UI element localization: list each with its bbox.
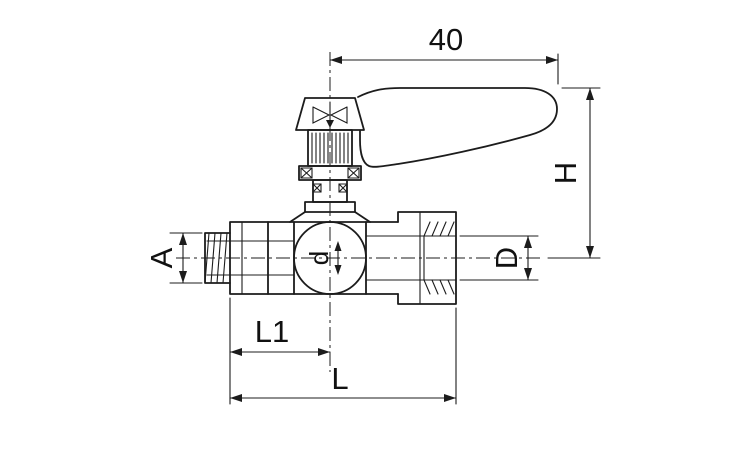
indicator-left-triangle <box>312 106 331 124</box>
bonnet <box>289 211 371 223</box>
flow-indicator-icon <box>312 101 348 128</box>
dimension-d: d <box>304 241 342 275</box>
left-hex-outline <box>229 221 269 295</box>
dim-L1-arrow-left <box>230 348 242 356</box>
stem-collar <box>304 201 356 213</box>
dim-H-arrow-top <box>586 88 594 100</box>
female-thread-lines <box>423 221 455 295</box>
dim-H-arrow-bottom <box>586 246 594 258</box>
packing-seal-left <box>300 167 313 179</box>
dim-L-label: L <box>331 361 348 396</box>
packing-seal-right <box>347 167 360 179</box>
indicator-arrowhead <box>326 120 334 128</box>
dim-d-arrow-down <box>334 265 342 275</box>
bonnet-slants <box>289 211 371 223</box>
dim-40-arrow-left <box>330 56 342 64</box>
right-socket-outline <box>397 211 457 305</box>
dimension-H: H <box>547 87 601 259</box>
dim-A-arrow-top <box>179 233 187 245</box>
dimension-L1: L1 <box>229 297 331 405</box>
dim-H-label: H <box>548 162 583 184</box>
handle-cap <box>295 97 365 131</box>
left-bore-lines <box>206 240 295 276</box>
dim-D-label: D <box>489 247 524 269</box>
stem-seals <box>304 179 356 213</box>
handle-lever-outline <box>357 87 558 168</box>
male-thread-lines <box>204 232 228 284</box>
centerlines <box>176 52 544 372</box>
dim-A-label: A <box>144 247 179 268</box>
oring-right <box>338 183 348 193</box>
dim-L1-arrow-right <box>318 348 330 356</box>
oring-left <box>312 183 322 193</box>
indicator-right-triangle <box>329 106 348 124</box>
ball <box>293 221 367 295</box>
dimension-40: 40 <box>329 22 559 85</box>
dim-D-arrow-bottom <box>524 268 532 280</box>
dim-L1-label: L1 <box>255 314 289 349</box>
dim-40-label: 40 <box>429 22 463 57</box>
dim-d-arrow-up <box>334 241 342 251</box>
dim-L-arrow-right <box>444 394 456 402</box>
dim-D-arrow-top <box>524 236 532 248</box>
dim-d-label: d <box>304 251 334 265</box>
dimension-D: D <box>459 235 539 281</box>
dim-L-arrow-left <box>230 394 242 402</box>
right-bore-lines <box>365 235 457 281</box>
dimension-L: L <box>229 307 457 405</box>
dimension-A: A <box>144 232 203 284</box>
valve-handle <box>357 87 558 168</box>
knurl-lines <box>311 132 349 164</box>
valve-body <box>204 211 457 305</box>
dim-40-arrow-right <box>546 56 558 64</box>
dim-A-arrow-bottom <box>179 271 187 283</box>
